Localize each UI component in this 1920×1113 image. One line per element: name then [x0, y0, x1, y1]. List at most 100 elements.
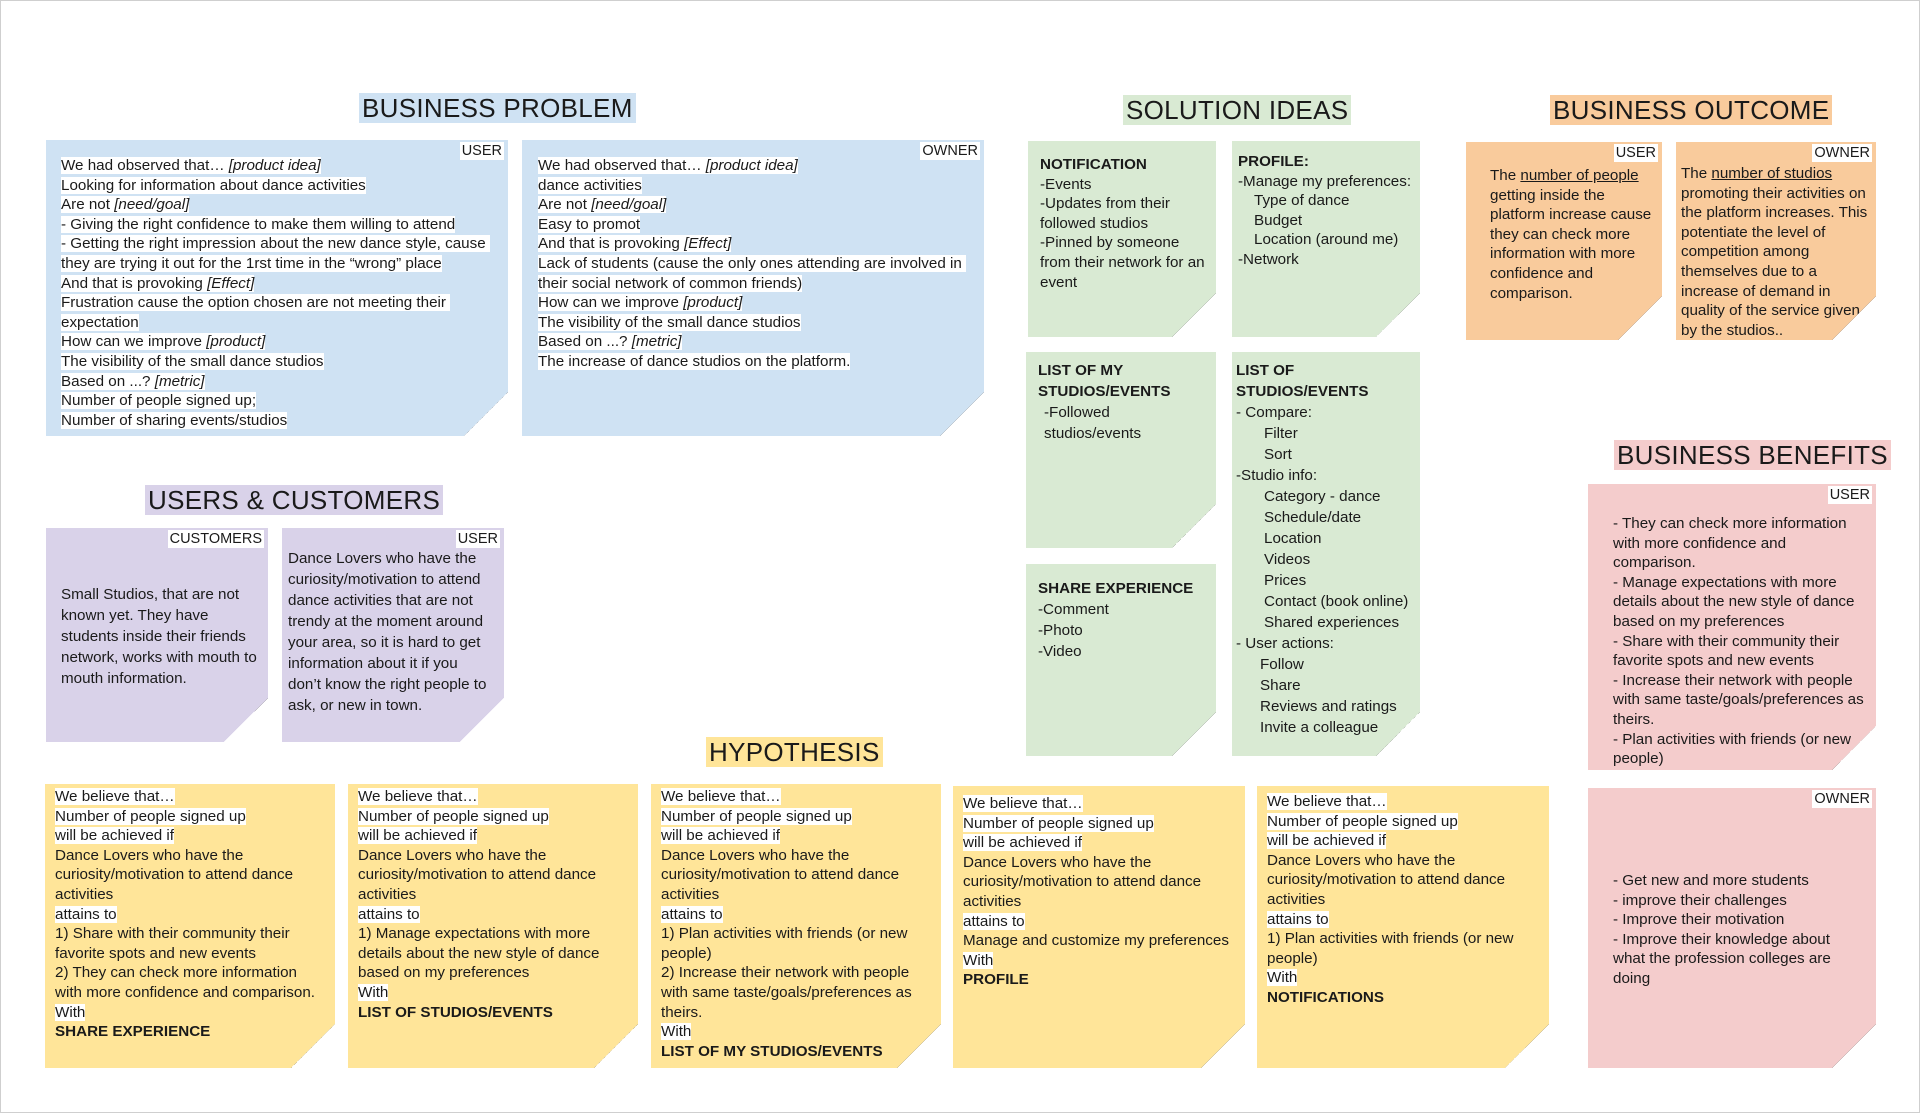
hypothesis-feature: LIST OF MY STUDIOS/EVENTS — [661, 1042, 883, 1060]
note-text-line: Location (around me) — [1254, 231, 1399, 249]
note-text-line: We had observed that… — [61, 157, 229, 174]
note-text-line: - Plan activities with friends (or new p… — [1613, 730, 1851, 768]
note-text-line: Number of people signed up; — [61, 391, 496, 411]
heading-business-outcome: BUSINESS OUTCOME — [1550, 95, 1833, 125]
page-fold — [224, 698, 268, 742]
note-text-line: - Improve their knowledge about what the… — [1613, 930, 1836, 987]
note-text-line: With — [661, 1022, 933, 1042]
note-text-line: How can we improve [product] — [538, 293, 972, 313]
note-text-line: will be achieved if — [963, 833, 1237, 853]
note-text-line: Manage and customize my preferences — [963, 932, 1229, 950]
note-text-line: With — [661, 1023, 692, 1041]
business-benefits-user-note: USER - They can check more information w… — [1588, 484, 1876, 770]
note-text-line: The number of studios promoting their ac… — [1681, 164, 1870, 340]
note-text-line: Location — [1264, 530, 1322, 547]
note-text-line: Category - dance — [1264, 488, 1381, 505]
hypothesis-card-2: We believe that… Number of people signed… — [348, 784, 638, 1068]
note-text-line: Number of people signed up — [661, 807, 933, 827]
note-text-line: attains to — [1267, 910, 1541, 930]
note-text-line: will be achieved if — [963, 834, 1083, 852]
note-text-line: Number of people signed up — [963, 814, 1154, 832]
note-text-line: attains to — [1267, 910, 1329, 928]
tag-user: USER — [459, 142, 504, 160]
note-text-line: Looking for information about dance acti… — [61, 176, 496, 196]
note-text-line: With — [55, 1003, 86, 1021]
note-text-line: Filter — [1264, 425, 1298, 442]
note-text-line: attains to — [661, 905, 723, 923]
solution-profile-note: PROFILE: -Manage my preferences: Type of… — [1232, 141, 1420, 337]
note-text-line: Dance Lovers who have the curiosity/moti… — [963, 853, 1206, 910]
note-text-line: [metric] — [154, 372, 205, 390]
note-text-line: We believe that… — [358, 788, 478, 805]
note-text-line: -Studio info: — [1236, 467, 1318, 484]
note-text-line: will be achieved if — [358, 827, 478, 845]
solution-notification-note: NOTIFICATION -Events -Updates from their… — [1028, 141, 1216, 337]
page-fold — [1172, 504, 1216, 548]
note-text-line: [product idea] — [705, 157, 798, 174]
note-text-line: And that is provoking [Effect] — [61, 274, 496, 294]
note-text-line: How can we improve [product] — [61, 332, 496, 352]
note-text-line: Are not — [61, 196, 115, 214]
note-text-line: How can we improve — [61, 333, 207, 351]
page-fold — [1832, 1024, 1876, 1068]
note-text-line: [product] — [206, 333, 266, 351]
tag-owner: OWNER — [1812, 144, 1872, 162]
note-text-line: - Giving the right confidence to make th… — [61, 215, 496, 235]
profile-title: PROFILE: — [1238, 153, 1309, 170]
note-text-line: The number of people getting inside the … — [1490, 166, 1654, 303]
hypothesis-feature: PROFILE — [963, 971, 1029, 989]
note-text-line: [need/goal] — [114, 196, 190, 214]
note-text-line: The increase of dance studios on the pla… — [538, 352, 851, 370]
note-text-line: Looking for information about dance acti… — [61, 176, 366, 194]
note-text-line: Dance Lovers who have the curiosity/moti… — [55, 846, 298, 903]
business-outcome-user-note: USER The number of people getting inside… — [1466, 142, 1662, 340]
note-text-line: getting inside the platform increase cau… — [1490, 167, 1656, 302]
note-text-line: will be achieved if — [358, 826, 630, 846]
note-text-line: -Photo — [1038, 622, 1083, 639]
note-text-line: 2) Increase their network with people wi… — [661, 964, 916, 1021]
page-fold — [1505, 1024, 1549, 1068]
note-text-line: Number of people signed up — [661, 807, 852, 825]
note-text-line: will be achieved if — [661, 826, 933, 846]
note-text-line: - Get new and more students — [1613, 872, 1809, 889]
note-text-line: Number of people signed up — [1267, 812, 1541, 832]
note-text-line: Videos — [1264, 551, 1311, 568]
note-text-line: Based on ...? — [61, 372, 155, 390]
note-text-line: And that is provoking [Effect] — [538, 234, 972, 254]
note-text-line: We believe that… — [661, 788, 781, 805]
note-text-line: Frustration cause the option chosen are … — [61, 293, 496, 332]
note-text-line: [need/goal] — [591, 196, 667, 214]
share-title: SHARE EXPERIENCE — [1038, 580, 1194, 597]
page-fold — [594, 1024, 638, 1068]
note-text-line: will be achieved if — [55, 826, 327, 846]
note-text-line: We believe that… — [358, 787, 630, 807]
note-text-line: dance activities — [538, 176, 972, 196]
user-persona-note: USER Dance Lovers who have the curiosity… — [282, 528, 504, 742]
page-fold — [897, 1024, 941, 1068]
note-text-line: How can we improve — [538, 294, 684, 312]
note-text-line: Easy to promot — [538, 215, 972, 235]
note-text-line: And that is provoking — [61, 274, 208, 292]
note-text-line: We believe that… — [661, 787, 933, 807]
hypothesis-feature: LIST OF STUDIOS/EVENTS — [358, 1003, 553, 1021]
note-text-line: Based on ...? [metric] — [538, 332, 972, 352]
note-text-line: Follow — [1260, 656, 1304, 673]
note-text-line: will be achieved if — [55, 827, 175, 845]
note-text-line: - User actions: — [1236, 635, 1334, 652]
page-fold — [1376, 293, 1420, 337]
number-of-studios-link: number of studios — [1711, 165, 1833, 182]
note-text-line: attains to — [55, 905, 117, 923]
note-text-line: We had observed that… [product idea] — [538, 156, 972, 176]
heading-users-customers: USERS & CUSTOMERS — [145, 485, 444, 515]
note-text-line: We believe that… — [963, 795, 1083, 812]
note-text-line: - Getting the right impression about the… — [61, 235, 490, 272]
note-text-line: Reviews and ratings — [1260, 698, 1397, 715]
solution-share-note: SHARE EXPERIENCE -Comment -Photo -Video — [1026, 564, 1216, 756]
note-text-line: Number of people signed up — [1267, 812, 1458, 830]
note-text-line: 2) They can check more information with … — [55, 964, 316, 1001]
note-text-line: The — [1490, 167, 1521, 184]
note-text-line: -Updates from their followed studios — [1040, 195, 1175, 232]
note-text-line: The increase of dance studios on the pla… — [538, 352, 972, 372]
notification-title: NOTIFICATION — [1040, 156, 1147, 173]
note-text-line: 1) Manage expectations with more details… — [358, 925, 604, 982]
